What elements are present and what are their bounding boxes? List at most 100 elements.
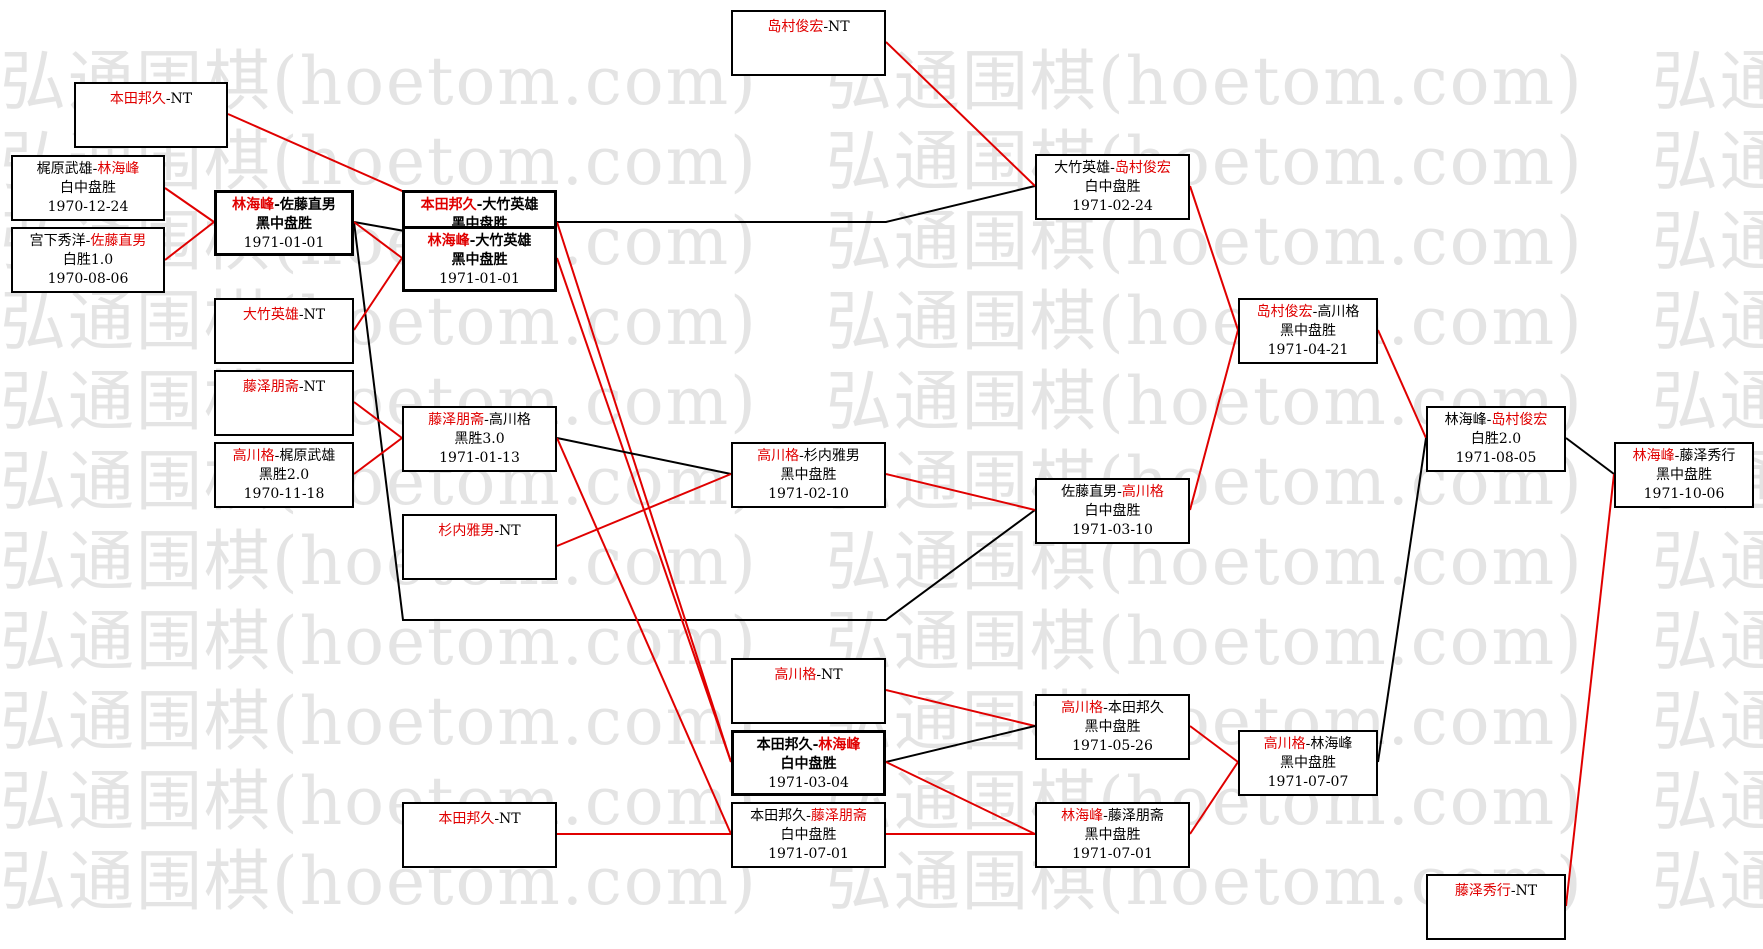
match-result: 黑胜2.0 — [258, 467, 310, 483]
player-white: 本田邦久 — [1107, 700, 1164, 716]
loser-link — [1565, 437, 1615, 475]
player-black: 佐藤直男 — [1061, 484, 1118, 500]
match-players: 林海峰-岛村俊宏 — [1444, 412, 1548, 428]
match-players: 林海峰-大竹英雄 — [427, 233, 532, 249]
match-players: 本田邦久-NT — [404, 810, 555, 829]
winner-link — [1565, 473, 1615, 907]
match-date: 1971-05-26 — [1072, 738, 1153, 754]
match-players: 杉内雅男-NT — [404, 522, 555, 541]
match-node: 大竹英雄-岛村俊宏白中盘胜 1971-02-24 — [1035, 154, 1190, 220]
player-black: 林海峰 — [1061, 808, 1104, 824]
match-players: 大竹英雄-NT — [216, 306, 352, 325]
player-white: 岛村俊宏 — [1114, 160, 1171, 176]
player-white: 高川格 — [1121, 484, 1164, 500]
player-black: 林海峰 — [1632, 448, 1675, 464]
match-players: 林海峰-藤泽秀行 — [1632, 448, 1736, 464]
match-result: 白中盘胜 — [60, 180, 116, 196]
player-black: 梶原武雄 — [36, 161, 93, 177]
match-players: 林海峰-佐藤直男 — [232, 197, 336, 213]
player-black: 高川格 — [774, 667, 817, 683]
player-white: 藤泽朋斋 — [810, 808, 867, 824]
player-black: 林海峰 — [427, 233, 470, 249]
winner-link — [1377, 329, 1427, 439]
match-result: 白中盘胜 — [1084, 179, 1141, 195]
match-date: 1970-08-06 — [47, 271, 129, 287]
match-date: 1971-07-07 — [1267, 774, 1349, 790]
winner-link — [556, 437, 732, 835]
match-result: 黑中盘胜 — [780, 467, 837, 483]
match-players: 本田邦久-大竹英雄 — [420, 197, 539, 213]
player-white: 林海峰 — [97, 161, 140, 177]
match-players: 岛村俊宏-高川格 — [1256, 304, 1360, 320]
match-result: 白中盘胜 — [780, 756, 837, 772]
player-black: 岛村俊宏 — [1256, 304, 1313, 320]
player-black: 本田邦久 — [420, 197, 477, 213]
bye-node: 杉内雅男-NT — [402, 514, 557, 580]
player-black: 藤泽朋斋 — [428, 412, 485, 428]
no-opponent-tag: -NT — [816, 667, 843, 683]
winner-link — [1189, 761, 1239, 835]
player-white: 林海峰 — [1310, 736, 1353, 752]
winner-link — [885, 761, 1036, 835]
winner-link — [1189, 329, 1239, 511]
match-players: 藤泽朋斋-高川格 — [428, 412, 531, 428]
winner-link — [885, 41, 1036, 187]
bye-node: 岛村俊宏-NT — [731, 10, 886, 76]
match-node: 高川格-本田邦久黑中盘胜 1971-05-26 — [1035, 694, 1190, 760]
player-black: 藤泽朋斋 — [242, 379, 299, 395]
loser-link — [557, 185, 1036, 223]
no-opponent-tag: -NT — [298, 379, 326, 395]
no-opponent-tag: -NT — [1510, 883, 1538, 899]
player-black: 宫下秀洋 — [29, 233, 86, 249]
player-white: 高川格 — [488, 412, 531, 428]
match-date: 1971-10-06 — [1643, 486, 1725, 502]
match-node: 梶原武雄-林海峰白中盘胜 1970-12-24 — [11, 155, 165, 221]
player-white: 林海峰 — [818, 737, 861, 753]
match-node: 高川格-林海峰黑中盘胜 1971-07-07 — [1238, 730, 1378, 796]
match-date: 1971-02-24 — [1072, 198, 1153, 214]
match-date: 1970-12-24 — [47, 199, 129, 215]
match-players: 藤泽秀行-NT — [1428, 882, 1564, 901]
match-result: 黑中盘胜 — [1084, 827, 1141, 843]
match-players: 高川格-本田邦久 — [1061, 700, 1164, 716]
bye-node: 藤泽秀行-NT — [1426, 874, 1566, 940]
match-players: 高川格-林海峰 — [1263, 736, 1353, 752]
match-date: 1971-04-21 — [1267, 342, 1349, 358]
match-result: 黑中盘胜 — [1280, 755, 1336, 771]
winner-link — [353, 221, 403, 259]
winner-link — [556, 473, 732, 547]
player-black: 高川格 — [232, 448, 275, 464]
no-opponent-tag: -NT — [823, 19, 850, 35]
match-result: 白胜2.0 — [1470, 431, 1522, 447]
match-players: 高川格-杉内雅男 — [757, 448, 860, 464]
bye-node: 本田邦久-NT — [402, 802, 557, 868]
winner-link — [164, 221, 215, 261]
winner-link — [353, 257, 403, 331]
match-players: 梶原武雄-林海峰 — [36, 161, 140, 177]
player-white: 藤泽秀行 — [1679, 448, 1736, 464]
match-players: 大竹英雄-岛村俊宏 — [1054, 160, 1171, 176]
bye-node: 本田邦久-NT — [74, 82, 228, 148]
match-players: 高川格-NT — [733, 666, 884, 685]
match-result: 黑中盘胜 — [1084, 719, 1141, 735]
player-white: 大竹英雄 — [482, 197, 539, 213]
no-opponent-tag: -NT — [494, 523, 521, 539]
match-result: 黑中盘胜 — [451, 252, 508, 268]
no-opponent-tag: -NT — [165, 91, 193, 107]
match-players: 宫下秀洋-佐藤直男 — [29, 233, 147, 249]
no-opponent-tag: -NT — [494, 811, 521, 827]
match-date: 1971-07-01 — [1072, 846, 1153, 862]
player-white: 高川格 — [1317, 304, 1360, 320]
winner-link — [353, 401, 403, 439]
match-players: 岛村俊宏-NT — [733, 18, 884, 37]
player-black: 岛村俊宏 — [767, 19, 824, 35]
loser-link — [1377, 437, 1427, 763]
player-black: 林海峰 — [1444, 412, 1487, 428]
winner-link — [556, 221, 732, 763]
